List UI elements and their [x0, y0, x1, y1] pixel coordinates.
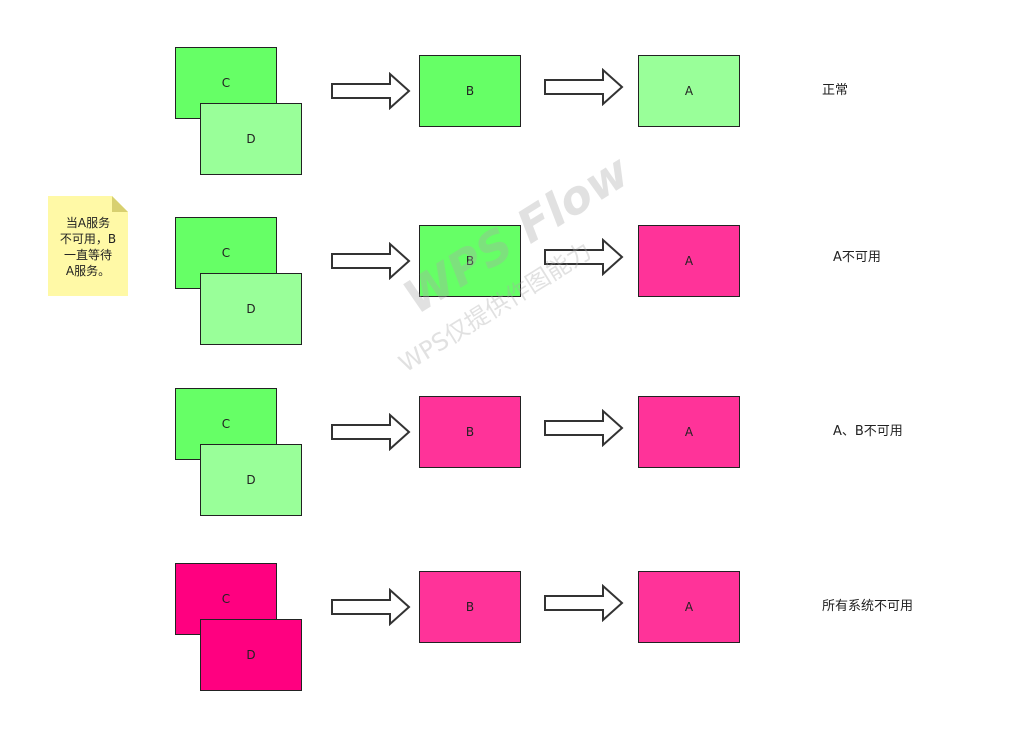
node-d[interactable]: D — [200, 103, 302, 175]
status-label: A不可用 — [833, 250, 881, 265]
arrow-b-to-a — [544, 238, 624, 276]
node-c-label: C — [221, 246, 231, 260]
status-label: 所有系统不可用 — [822, 599, 914, 614]
arrow-d-to-b — [331, 72, 411, 110]
note-line: 一直等待 — [63, 248, 112, 262]
node-a[interactable]: A — [638, 396, 740, 468]
arrow-d-to-b — [331, 413, 411, 451]
node-a-label: A — [684, 254, 694, 268]
node-d-label: D — [246, 473, 256, 487]
node-a[interactable]: A — [638, 225, 740, 297]
node-a-label: A — [684, 84, 694, 98]
node-c-label: C — [221, 592, 231, 606]
note-line: A服务。 — [65, 264, 111, 278]
node-b-label: B — [465, 600, 475, 614]
node-d[interactable]: D — [200, 444, 302, 516]
note-line: 当A服务 — [65, 216, 111, 230]
node-b[interactable]: B — [419, 571, 521, 643]
status-label: A、B不可用 — [833, 424, 903, 439]
node-b-label: B — [465, 84, 475, 98]
status-label: 正常 — [822, 83, 849, 98]
node-a[interactable]: A — [638, 571, 740, 643]
node-a[interactable]: A — [638, 55, 740, 127]
node-a-label: A — [684, 600, 694, 614]
sticky-note-fold — [112, 196, 128, 212]
node-a-label: A — [684, 425, 694, 439]
node-b-label: B — [465, 254, 475, 268]
arrow-d-to-b — [331, 588, 411, 626]
note-line: 不可用，B — [59, 232, 117, 246]
arrow-b-to-a — [544, 409, 624, 447]
node-b-label: B — [465, 425, 475, 439]
node-d-label: D — [246, 132, 256, 146]
node-d-label: D — [246, 648, 256, 662]
node-d[interactable]: D — [200, 619, 302, 691]
sticky-note: 当A服务 不可用，B 一直等待 A服务。 — [48, 196, 128, 296]
node-c-label: C — [221, 76, 231, 90]
node-b[interactable]: B — [419, 396, 521, 468]
arrow-b-to-a — [544, 68, 624, 106]
node-b[interactable]: B — [419, 55, 521, 127]
arrow-d-to-b — [331, 242, 411, 280]
node-b[interactable]: B — [419, 225, 521, 297]
node-c-label: C — [221, 417, 231, 431]
node-d[interactable]: D — [200, 273, 302, 345]
arrow-b-to-a — [544, 584, 624, 622]
node-d-label: D — [246, 302, 256, 316]
